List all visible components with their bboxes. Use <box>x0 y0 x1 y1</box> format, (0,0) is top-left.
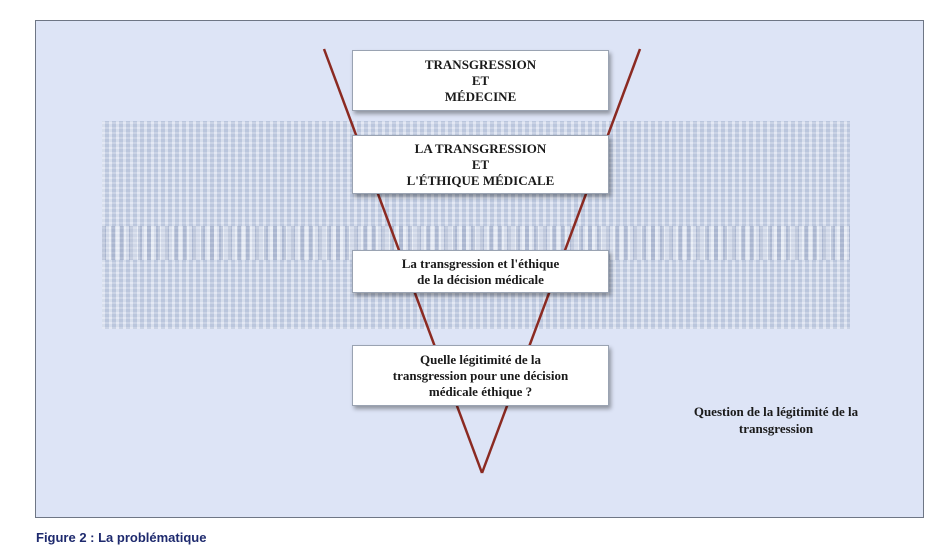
level-box-1: TRANSGRESSION ET MÉDECINE <box>352 50 609 111</box>
level-box-2: LA TRANSGRESSION ET L'ÉTHIQUE MÉDICALE <box>352 135 609 194</box>
level-box-3-line-1: La transgression et l'éthique <box>401 255 560 271</box>
level-box-1-line-1: TRANSGRESSION <box>424 56 537 72</box>
level-box-2-line-2: ET <box>471 156 490 172</box>
level-box-1-line-3: MÉDECINE <box>444 88 517 104</box>
level-box-3: La transgression et l'éthique de la déci… <box>352 250 609 293</box>
side-note-line-2: transgression <box>738 421 814 436</box>
side-note: Question de la légitimité de la transgre… <box>666 403 886 437</box>
diagram-frame: TRANSGRESSION ET MÉDECINE LA TRANSGRESSI… <box>35 20 924 518</box>
level-box-2-line-1: LA TRANSGRESSION <box>414 140 547 156</box>
level-box-2-line-3: L'ÉTHIQUE MÉDICALE <box>406 172 555 188</box>
level-box-4-line-2: transgression pour une décision <box>392 367 569 383</box>
level-box-3-line-2: de la décision médicale <box>417 271 544 287</box>
level-box-4-line-3: médicale éthique ? <box>428 383 533 399</box>
level-box-4-line-1: Quelle légitimité de la <box>420 351 541 367</box>
side-note-line-1: Question de la légitimité de la <box>693 404 859 419</box>
figure-caption: Figure 2 : La problématique <box>36 530 207 545</box>
level-box-4: Quelle légitimité de la transgression po… <box>352 345 609 406</box>
level-box-1-line-2: ET <box>471 72 490 88</box>
